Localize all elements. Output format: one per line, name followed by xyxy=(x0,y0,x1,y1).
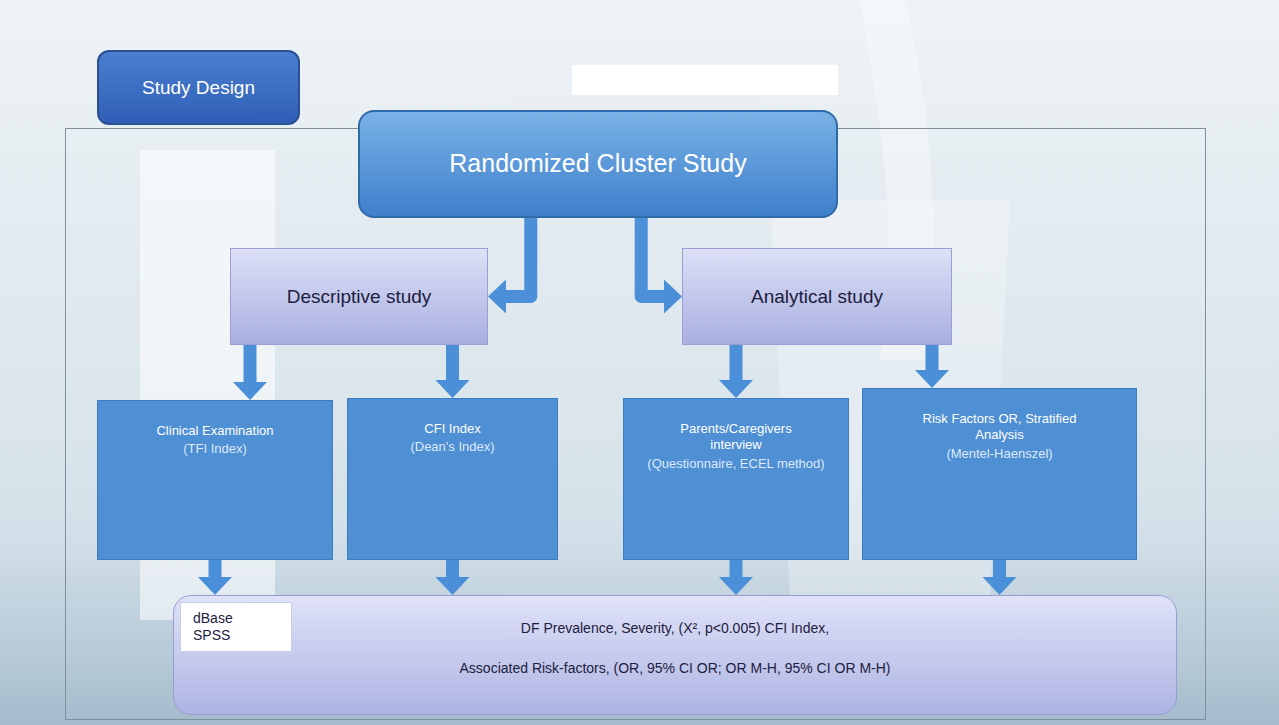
arrow-head xyxy=(198,577,232,595)
block-arrow xyxy=(436,345,470,398)
block-arrow xyxy=(915,345,949,388)
block-arrow xyxy=(719,560,753,595)
arrow-head xyxy=(233,382,267,400)
arrow-head xyxy=(488,280,506,314)
arrow-head xyxy=(915,370,949,388)
block-arrow xyxy=(641,218,682,314)
box-label: CFI Index xyxy=(424,421,480,437)
software-box: dBase SPSS xyxy=(180,602,292,652)
arrow-head xyxy=(719,577,753,595)
results-box: DF Prevalence, Severity, (X², p<0.005) C… xyxy=(173,595,1177,715)
arrow-shaft xyxy=(730,560,743,578)
arrow-shaft xyxy=(446,560,459,578)
arrow-head xyxy=(664,280,682,314)
arrow-shaft xyxy=(209,560,222,578)
arrow-shaft xyxy=(730,345,743,381)
box-sublabel: (Dean's Index) xyxy=(410,439,494,455)
box-label: Parents/Caregivers interview xyxy=(656,421,816,454)
method-box: Clinical Examination (TFI Index) xyxy=(97,400,333,560)
box-label: Analytical study xyxy=(751,285,883,309)
box-sublabel: (Mentel-Haenszel) xyxy=(946,446,1052,462)
arrow-head xyxy=(436,577,470,595)
method-box: Parents/Caregivers interview (Questionnai… xyxy=(623,398,849,560)
arrow-head xyxy=(719,380,753,398)
arrow-shaft xyxy=(926,345,939,371)
box-sublabel: (TFI Index) xyxy=(183,441,247,457)
block-arrow xyxy=(983,560,1017,595)
arrow-shaft xyxy=(641,218,665,297)
branch-box: Analytical study xyxy=(682,248,952,345)
box-label: dBase SPSS xyxy=(193,610,233,645)
arrow-shaft xyxy=(993,560,1006,578)
arrow-shaft xyxy=(244,345,257,383)
white-bar xyxy=(572,65,838,95)
method-box: CFI Index (Dean's Index) xyxy=(347,398,558,560)
box-label: Descriptive study xyxy=(287,285,432,309)
box-label: Study Design xyxy=(142,76,255,100)
box-label: Randomized Cluster Study xyxy=(449,148,746,179)
block-arrow xyxy=(233,345,267,400)
block-arrow xyxy=(488,218,531,314)
study-box: Randomized Cluster Study xyxy=(358,110,838,218)
box-label: Risk Factors OR, Stratified Analysis xyxy=(915,411,1085,444)
arrow-head xyxy=(436,380,470,398)
block-arrow xyxy=(198,560,232,595)
box-label: Clinical Examination xyxy=(156,423,273,439)
method-box: Risk Factors OR, Stratified Analysis (Men… xyxy=(862,388,1137,560)
block-arrow xyxy=(436,560,470,595)
box-sublabel: (Questionnaire, ECEL method) xyxy=(647,456,824,472)
box-label: DF Prevalence, Severity, (X², p<0.005) C… xyxy=(521,620,829,638)
arrow-shaft xyxy=(505,218,531,297)
arrow-head xyxy=(983,577,1017,595)
title-box: Study Design xyxy=(97,50,300,125)
branch-box: Descriptive study xyxy=(230,248,488,345)
box-sublabel: Associated Risk-factors, (OR, 95% CI OR;… xyxy=(460,660,891,678)
arrow-shaft xyxy=(446,345,459,381)
block-arrow xyxy=(719,345,753,398)
